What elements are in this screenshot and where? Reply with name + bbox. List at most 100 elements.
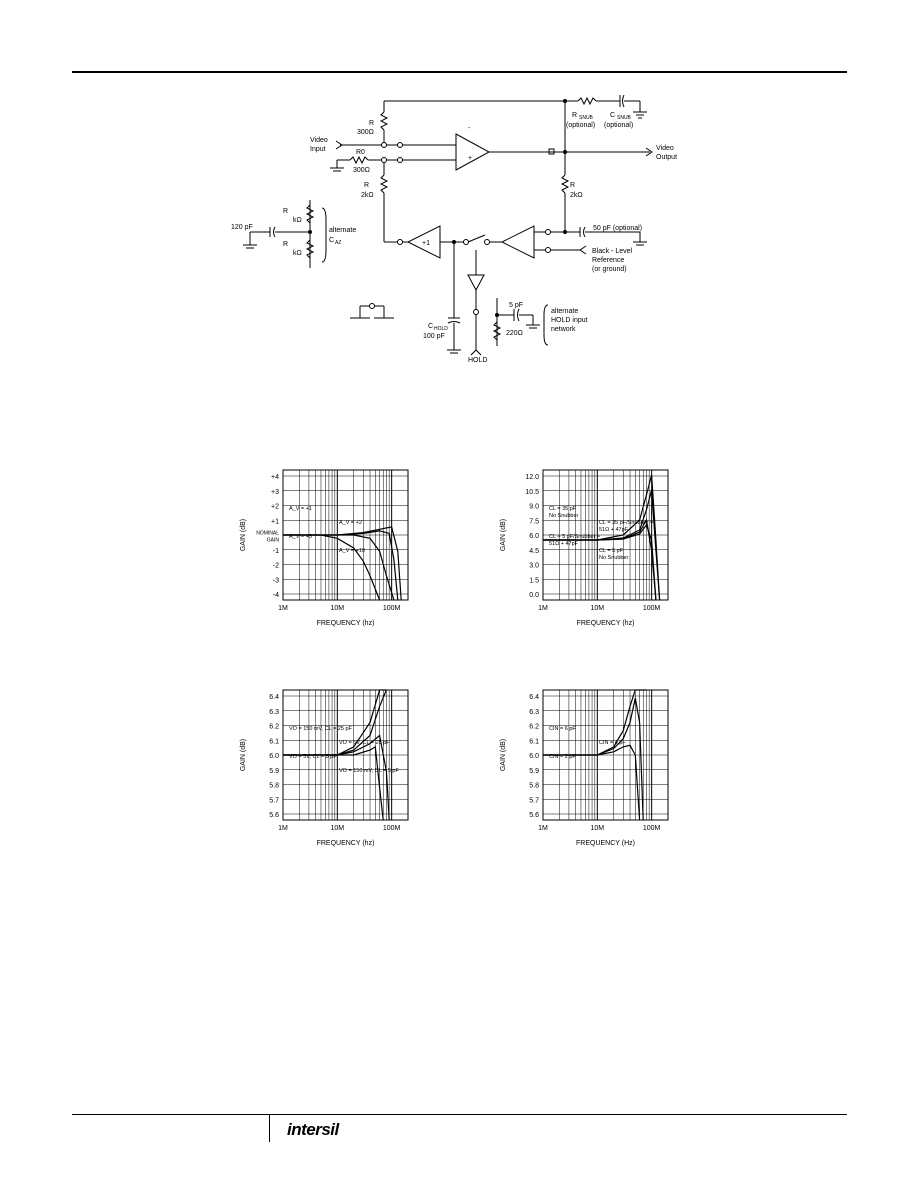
- chart-annotation: CIN = 6 pF: [549, 726, 576, 732]
- black-level-label-3: (or ground): [592, 266, 627, 273]
- y-tick-label: 5.8: [529, 783, 539, 790]
- chart-annotation: VO = 150 mV, CL = 5 pF: [339, 768, 399, 774]
- y-tick-label: 6.0: [529, 533, 539, 540]
- y-tick-label: 10.5: [525, 489, 539, 496]
- series-line: [543, 744, 641, 821]
- cap120-label: 120 pF: [231, 224, 253, 231]
- y-axis-label: GAIN (dB): [240, 739, 247, 771]
- x-tick-label: 100M: [643, 825, 661, 832]
- black-level-label-2: Reference: [592, 257, 624, 264]
- raz2a-value: kΩ: [293, 217, 302, 224]
- x-tick-label: 100M: [383, 605, 401, 612]
- series-line: [283, 745, 384, 821]
- y-tick-label: 6.1: [269, 738, 279, 745]
- y-tick-label: 6.1: [529, 738, 539, 745]
- y-tick-label: 1.5: [529, 577, 539, 584]
- y-tick-label: +2: [271, 504, 279, 511]
- chold-value: 100 pF: [423, 333, 445, 340]
- chart-annotation: CL = 35 pF/Snubber =: [599, 520, 653, 526]
- x-tick-label: 10M: [591, 605, 605, 612]
- gain-plus1-label: +1: [422, 240, 430, 247]
- alt-caz-sub: AZ: [335, 240, 341, 246]
- chart-annotation: A_V = +2: [339, 520, 362, 526]
- y-tick-label: +4: [271, 474, 279, 481]
- r0-value: 300Ω: [353, 167, 370, 174]
- rfa1-label: R: [364, 182, 369, 189]
- x-tick-label: 1M: [538, 605, 548, 612]
- y-tick-label: 5.8: [269, 783, 279, 790]
- y-tick-label: -2: [273, 563, 279, 570]
- rfa1-value: 2kΩ: [361, 192, 374, 199]
- alt-hold-3: network: [551, 326, 576, 333]
- y-tick-label: 12.0: [525, 474, 539, 481]
- chart-annotation: CL = 5 pF/Snubber =: [549, 534, 600, 540]
- y-tick-label: 9.0: [529, 504, 539, 511]
- y-tick-label: +1: [271, 518, 279, 525]
- cap5-label: 5 pF: [509, 302, 523, 309]
- video-input-label-2: Input: [310, 146, 326, 153]
- x-axis-label: FREQUENCY (hz): [317, 620, 375, 627]
- amp-minus: -: [468, 125, 471, 132]
- hold-label: HOLD: [468, 357, 487, 364]
- x-tick-label: 1M: [538, 825, 548, 832]
- rs-label: R: [369, 120, 374, 127]
- x-tick-label: 100M: [383, 825, 401, 832]
- cap50-label: 50 pF (optional): [593, 225, 642, 232]
- y-tick-label: 5.6: [269, 812, 279, 819]
- optional-label-2: (optional): [604, 122, 633, 129]
- chart-annotation: A_V = +1: [289, 506, 312, 512]
- y-tick-label: 5.7: [269, 797, 279, 804]
- y-tick-label: 6.0: [269, 753, 279, 760]
- schematic-diagram: R 300Ω Video Input R0 300Ω R 2kΩ R SNUB …: [231, 94, 677, 364]
- y-tick-label: 6.4: [529, 694, 539, 701]
- top-rule: [72, 71, 847, 73]
- y-tick-label: 0.0: [529, 592, 539, 599]
- x-axis-label: FREQUENCY (hz): [317, 840, 375, 847]
- raz2b-label: R: [283, 241, 288, 248]
- y-tick-label: 3.0: [529, 563, 539, 570]
- chart-annotation: 51Ω + 47pF: [549, 541, 579, 547]
- csnub-label: C: [610, 112, 615, 119]
- x-tick-label: 100M: [643, 605, 661, 612]
- video-output-label: Video: [656, 145, 674, 152]
- y-tick-label: 6.0: [529, 753, 539, 760]
- chart-annotation: VO = 150 mV, CL = 25 pF: [289, 726, 353, 732]
- chold-sub: HOLD: [434, 326, 448, 332]
- x-tick-label: 10M: [331, 605, 345, 612]
- x-tick-label: 10M: [591, 825, 605, 832]
- y-tick-label: NOMINAL: [256, 531, 279, 537]
- optional-label-1: (optional): [566, 122, 595, 129]
- y-tick-label: 4.5: [529, 548, 539, 555]
- rsnub-sub: SNUB: [579, 115, 594, 121]
- chart-annotation: CIN = 2 pF: [549, 754, 576, 760]
- chart-annotation: 51Ω + 47pF: [599, 527, 629, 533]
- chart-annotation: No Snubber: [599, 555, 629, 561]
- y-tick-label: +3: [271, 489, 279, 496]
- y-tick-label: GAIN: [267, 538, 280, 544]
- chart-annotation: No Snubber: [549, 513, 579, 519]
- bottom-rule: [72, 1114, 847, 1115]
- raz2b-value: kΩ: [293, 250, 302, 257]
- y-axis-label: GAIN (dB): [500, 739, 507, 771]
- intersil-logo: intersil: [287, 1120, 339, 1139]
- black-level-label-1: Black - Level: [592, 248, 633, 255]
- alt-caz-label: alternate: [329, 227, 356, 234]
- series-line: [283, 530, 399, 601]
- chold-label: C: [428, 323, 433, 330]
- y-tick-label: 6.3: [269, 709, 279, 716]
- video-output-label-2: Output: [656, 154, 677, 161]
- chart-annotation: A_V = +10: [339, 548, 365, 554]
- y-axis-label: GAIN (dB): [500, 519, 507, 551]
- y-tick-label: 5.9: [269, 768, 279, 775]
- x-axis-label: FREQUENCY (hz): [577, 620, 635, 627]
- r0-label: R0: [356, 149, 365, 156]
- series-line: [283, 534, 381, 601]
- rfa2-label: R: [570, 182, 575, 189]
- x-tick-label: 1M: [278, 605, 288, 612]
- alt-hold-2: HOLD input: [551, 317, 588, 324]
- y-tick-label: -4: [273, 592, 279, 599]
- y-tick-label: 5.9: [529, 768, 539, 775]
